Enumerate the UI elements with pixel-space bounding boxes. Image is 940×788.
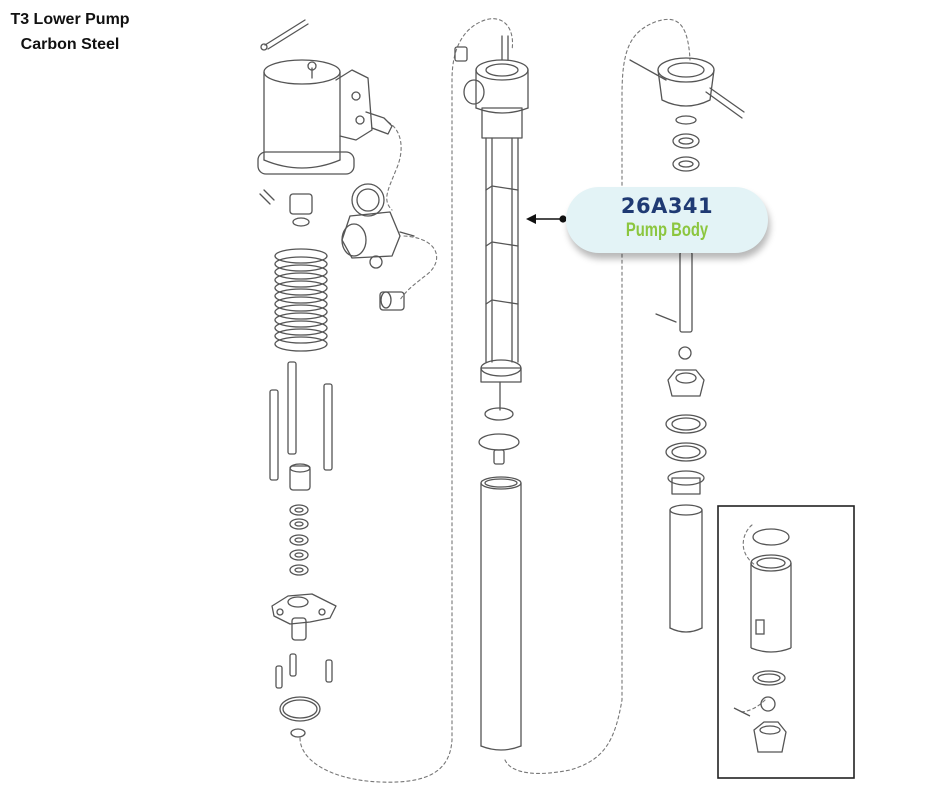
seal-rings-left (289, 504, 309, 576)
diagram-title: T3 Lower Pump Carbon Steel (0, 7, 140, 57)
part-callout: 26A341 Pump Body (566, 187, 768, 253)
piston-valve (665, 369, 707, 495)
part-number-label: 26A341 (620, 194, 714, 218)
callout-arrow (526, 214, 567, 224)
spring (274, 248, 328, 352)
dashed-leader-lines (299, 18, 766, 783)
intake-valve-inset (717, 505, 855, 779)
motor-assembly (257, 19, 393, 227)
pump-body-assembly (454, 35, 529, 465)
part-name-label: Pump Body (625, 220, 709, 241)
tie-rods (269, 361, 333, 491)
rings-upper-right (655, 133, 700, 360)
tie-bracket (271, 593, 337, 641)
gauge-regulator (341, 183, 415, 311)
sleeve (669, 504, 703, 633)
pump-cylinder (480, 476, 522, 751)
top-coupling (629, 57, 745, 125)
title-line-1: T3 Lower Pump (10, 11, 130, 28)
title-line-2: Carbon Steel (20, 36, 120, 53)
screws-and-orings-left (275, 653, 333, 738)
